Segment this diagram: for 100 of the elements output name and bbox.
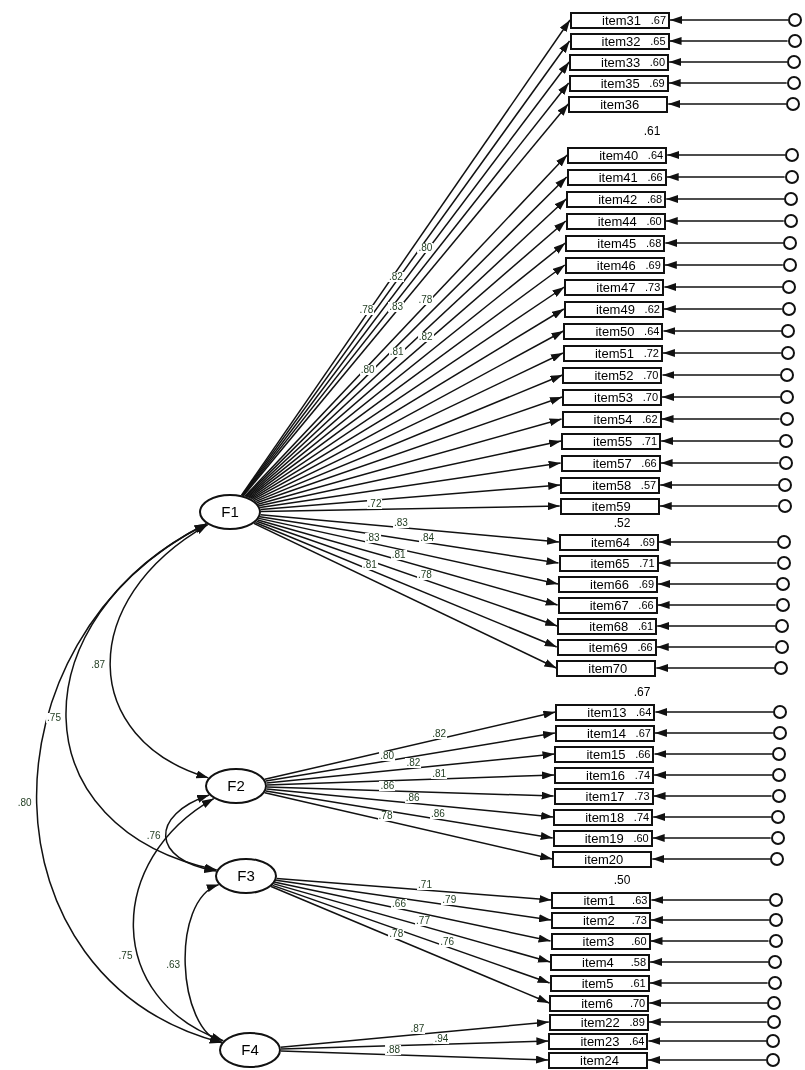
arrow (271, 884, 551, 984)
arrow (648, 999, 768, 1007)
edge-label: .76 (145, 831, 162, 842)
item-label: item40 (599, 148, 639, 162)
item-label: item47 (596, 280, 636, 294)
edge-label: .76 (439, 936, 456, 947)
item-label: item49 (595, 302, 635, 316)
indicator-box (559, 497, 660, 515)
item-label: item42 (598, 192, 638, 206)
item-label: item59 (591, 499, 631, 513)
r-squared-value: .67 (650, 14, 666, 26)
r-squared-value: .61 (630, 977, 646, 989)
arrow (255, 396, 563, 504)
edge-label: .78 (416, 569, 433, 580)
arrow (253, 522, 558, 669)
indicator-box (566, 168, 667, 186)
item-label: item20 (584, 852, 624, 866)
r-squared-value: .67 (633, 686, 651, 698)
indicator-box (550, 953, 651, 971)
item-label: item36 (600, 97, 640, 111)
edge-label: .80 (359, 365, 376, 376)
indicator-box (563, 300, 664, 318)
item-label: item58 (592, 478, 632, 492)
arrow (653, 750, 774, 758)
arrow (275, 879, 552, 923)
r-squared-value: .66 (647, 171, 663, 183)
latent-factor-ellipse: F4 (219, 1032, 281, 1068)
arrow (664, 261, 784, 269)
r-squared-value: .60 (649, 56, 666, 68)
double-headed-arrow (164, 794, 217, 873)
arrow (663, 305, 783, 313)
edge-label: .77 (415, 916, 431, 927)
indicator-box (554, 745, 655, 763)
item-label: item50 (595, 324, 635, 338)
item-label: item65 (590, 556, 630, 570)
arrow (649, 958, 769, 966)
indicator-box (560, 476, 661, 494)
r-squared-value: .89 (629, 1016, 645, 1028)
arrow (259, 514, 560, 545)
indicator-box (553, 808, 654, 826)
arrow (661, 371, 782, 379)
edge-label: .83 (364, 533, 381, 544)
arrow (265, 751, 556, 784)
edge-label: .94 (433, 1034, 450, 1045)
arrow (266, 771, 555, 786)
arrow (654, 729, 774, 737)
r-squared-value: .66 (637, 641, 653, 653)
indicator-box (563, 322, 664, 340)
indicator-box (556, 638, 657, 656)
r-squared-value: .72 (643, 347, 659, 359)
indicator-box (569, 32, 670, 50)
arrow (280, 1037, 550, 1050)
item-label: item51 (594, 346, 634, 360)
r-squared-value: .64 (644, 325, 660, 337)
arrow (274, 881, 552, 943)
item-label: item31 (602, 13, 642, 27)
item-label: item4 (582, 955, 614, 969)
r-squared-value: .69 (639, 536, 655, 548)
edge-label: .82 (405, 758, 422, 769)
indicator-box (556, 659, 657, 677)
indicator-box (564, 256, 665, 274)
arrow (260, 502, 561, 513)
r-squared-value: .64 (636, 706, 652, 718)
item-label: item41 (598, 170, 638, 184)
r-squared-value: .66 (641, 457, 657, 469)
arrow (259, 482, 561, 511)
arrow (254, 521, 558, 648)
item-label: item16 (586, 768, 626, 782)
r-squared-value: .52 (613, 517, 631, 529)
edge-label: .81 (361, 559, 378, 570)
indicator-box (549, 994, 650, 1012)
r-squared-value: .61 (637, 620, 654, 632)
r-squared-value: .73 (634, 790, 650, 802)
indicator-box (568, 95, 669, 113)
r-squared-value: .74 (634, 769, 650, 781)
item-label: item52 (594, 368, 634, 382)
arrow (652, 792, 773, 800)
r-squared-value: .57 (640, 479, 657, 491)
arrow (259, 460, 562, 509)
indicator-box (551, 891, 652, 909)
item-label: item45 (597, 236, 637, 250)
item-label: item18 (585, 810, 625, 824)
arrow (651, 855, 771, 863)
arrow (649, 937, 770, 945)
arrow (654, 708, 775, 716)
arrow (266, 786, 555, 800)
indicator-box (557, 617, 658, 635)
arrow (661, 393, 781, 401)
arrow (265, 731, 556, 782)
edge-label: .75 (46, 712, 62, 723)
arrow (663, 283, 784, 291)
indicator-box (550, 932, 651, 950)
edge-label: .84 (419, 532, 436, 543)
arrow (656, 601, 777, 609)
arrow (258, 517, 559, 586)
r-squared-value: .62 (642, 413, 658, 425)
indicator-box (558, 533, 659, 551)
item-label: item2 (582, 913, 615, 927)
indicator-box (567, 146, 668, 164)
arrow (265, 790, 554, 840)
